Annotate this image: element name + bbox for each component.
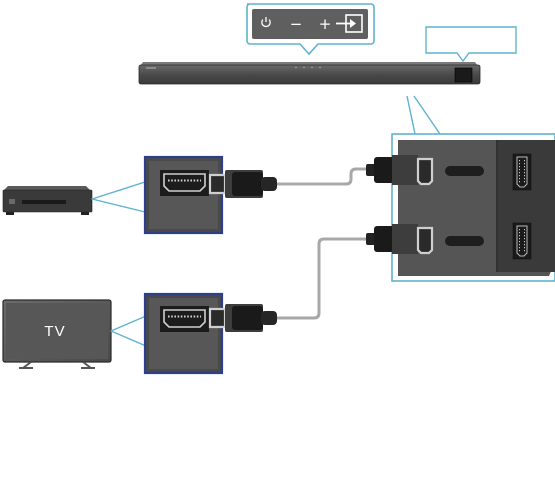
tv-label: TV [44, 323, 65, 340]
hdmi-out-port [512, 153, 532, 191]
hdmi-plug-icon [366, 155, 434, 186]
hdmi-port-icon [163, 309, 206, 328]
soundbar-hdmi-port [454, 67, 473, 83]
cable-bd-to-soundbar [276, 167, 368, 186]
volume-down-button: − [290, 15, 303, 33]
hdmi-plug-icon [208, 304, 277, 332]
soundbar-controls-callout: − + [246, 3, 375, 56]
tv: TV [2, 299, 147, 369]
port-location-callout [425, 26, 517, 63]
hdmi-plug-icon [208, 170, 277, 198]
volume-up-button: + [319, 15, 332, 33]
hdmi-plug-icon [366, 224, 434, 255]
bd-port-callout [143, 155, 224, 235]
power-icon [261, 17, 271, 28]
tv-port-callout [143, 292, 224, 375]
cable-tv-to-soundbar [276, 237, 368, 320]
hdmi-cables [276, 167, 368, 320]
soundbar [138, 62, 481, 85]
source-icon [336, 14, 363, 33]
hdmi-in-port [512, 222, 532, 260]
bd-player [2, 181, 146, 215]
hdmi-port-icon [163, 173, 206, 192]
soundbar-port-zoom [391, 95, 555, 282]
